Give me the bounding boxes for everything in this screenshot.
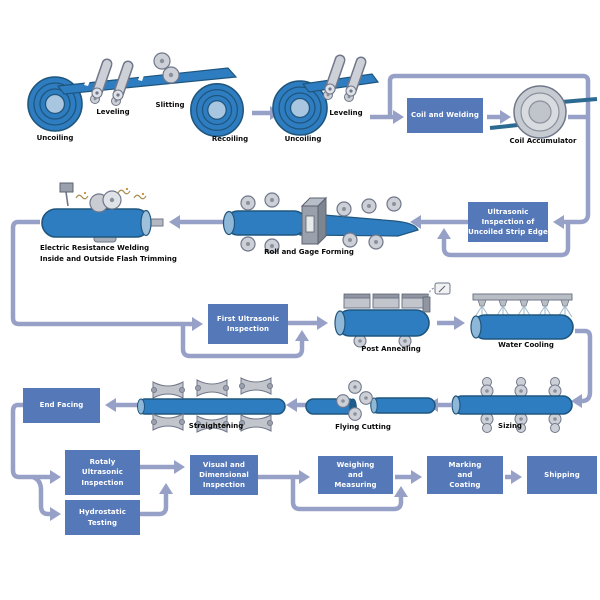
label-electric-resistance-welding: Electric Resistance Welding Inside and O… [40, 244, 177, 263]
process-box-weighing-and-measuring: Weighing and Measuring [318, 456, 393, 494]
label-straightening: Straightening [188, 422, 244, 430]
process-box-rotaly-ultrasonic-inspection: Rotaly Ultrasonic Inspection [65, 450, 140, 495]
process-box-label: Hydrostatic Testing [79, 508, 126, 527]
process-box-coil-and-welding: Coil and Welding [407, 98, 483, 133]
water-cooling-icon [470, 293, 574, 340]
connector-bypass-first-ultrasonic [180, 324, 309, 359]
leveling-rollers-icon [90, 58, 134, 106]
connector-coil-welding-to-accumulator [487, 110, 587, 124]
electric-resistance-welding-icon [41, 182, 164, 243]
leveling-rollers-2-icon [323, 54, 367, 102]
connector-bypass-weighing [290, 477, 408, 512]
post-annealing-icon [334, 282, 451, 348]
connector-end-facing-to-inspections [10, 402, 61, 521]
roll-and-gage-forming-icon [222, 192, 419, 254]
flying-cutting-icon [305, 380, 436, 421]
process-box-first-ultrasonic-inspection: First Ultrasonic Inspection [208, 304, 288, 344]
process-box-shipping: Shipping [527, 456, 597, 494]
label-leveling-2: Leveling [329, 109, 363, 117]
connector-top-bypass [387, 73, 591, 229]
connector-flying-cutting-to-straightening [286, 398, 306, 412]
connector-roll-forming-to-erw [169, 215, 224, 229]
label-slitting: Slitting [155, 101, 185, 109]
process-box-label: Rotaly Ultrasonic Inspection [81, 458, 124, 487]
process-box-label: Marking and Coating [448, 460, 482, 490]
process-box-ultrasonic-inspection-of-uncoiled-strip-edge: Ultrasonic Inspection of Uncoiled Strip … [468, 202, 548, 242]
connector-ultrasonic-edge-to-roll-forming [410, 215, 469, 229]
process-box-label: Visual and Dimensional Inspection [199, 460, 249, 490]
label-roll-and-gage-forming: Roll and Gage Forming [264, 248, 354, 256]
connector-marking-to-shipping [505, 470, 522, 484]
connector-rotaly-to-visual [140, 460, 185, 474]
process-box-label: Coil and Welding [411, 111, 479, 120]
coil-accumulator-icon [489, 85, 598, 139]
label-post-annealing: Post Annealing [361, 345, 421, 353]
flow-connectors [10, 73, 593, 521]
sizing-icon [451, 377, 573, 433]
label-leveling-1: Leveling [96, 108, 130, 116]
process-box-label: Ultrasonic Inspection of Uncoiled Strip … [468, 207, 548, 237]
connector-first-ultrasonic-to-post-annealing [288, 316, 328, 330]
label-uncoiling-1: Uncoiling [36, 134, 74, 142]
label-recoiling: Recoiling [211, 135, 249, 143]
connector-visual-to-weighing [258, 470, 310, 484]
process-box-label: Shipping [544, 470, 580, 479]
label-flying-cutting: Flying Cutting [335, 423, 391, 431]
connector-bypass-ultrasonic-edge [437, 222, 571, 258]
label-sizing: Sizing [498, 422, 522, 430]
process-box-label: First Ultrasonic Inspection [216, 314, 280, 333]
uncoiling-coil-2-icon [272, 73, 380, 136]
process-box-label: Weighing and Measuring [334, 460, 377, 490]
connector-hydrostatic-merge [140, 483, 173, 517]
process-box-hydrostatic-testing: Hydrostatic Testing [65, 500, 140, 535]
connector-weighing-to-marking [395, 470, 422, 484]
connector-water-cooling-to-sizing [571, 328, 593, 408]
label-coil-accumulator: Coil Accumulator [509, 137, 577, 145]
process-box-visual-and-dimensional-inspection: Visual and Dimensional Inspection [190, 455, 258, 495]
connector-post-annealing-to-water-cooling [437, 316, 465, 330]
label-water-cooling: Water Cooling [498, 341, 554, 349]
slitting-rollers-icon [153, 52, 180, 84]
process-box-marking-and-coating: Marking and Coating [427, 456, 503, 494]
process-box-end-facing: End Facing [23, 388, 100, 423]
straightening-icon [137, 377, 286, 433]
process-box-label: End Facing [39, 401, 84, 410]
label-uncoiling-2: Uncoiling [284, 135, 322, 143]
connector-erw-to-first-ultrasonic [10, 219, 203, 331]
connector-straightening-to-end-facing [105, 398, 138, 412]
